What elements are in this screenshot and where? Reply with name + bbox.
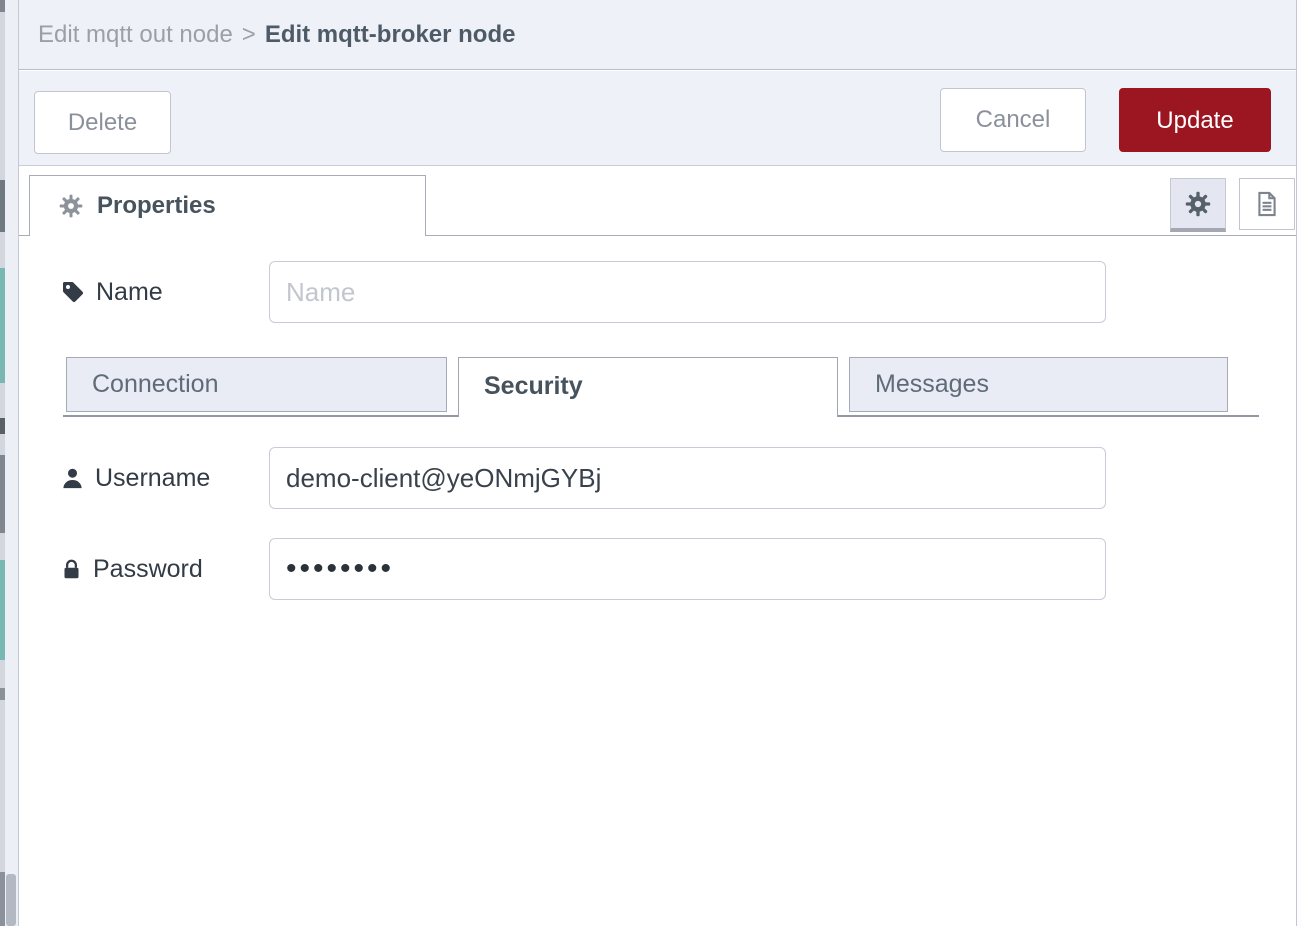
breadcrumb-current: Edit mqtt-broker node xyxy=(264,20,516,48)
update-button[interactable]: Update xyxy=(1119,88,1271,152)
breadcrumb: Edit mqtt out node > Edit mqtt-broker no… xyxy=(19,0,1296,70)
name-field-label-text: Name xyxy=(96,277,163,306)
tab-bar-divider xyxy=(19,235,1296,236)
scrollbar-thumb[interactable] xyxy=(6,874,16,926)
user-icon xyxy=(61,467,84,490)
cancel-button[interactable]: Cancel xyxy=(940,88,1086,152)
lock-icon xyxy=(61,558,82,581)
password-field-label: Password xyxy=(61,538,203,600)
tab-connection[interactable]: Connection xyxy=(66,357,447,412)
password-input[interactable] xyxy=(269,538,1106,600)
node-description-button[interactable] xyxy=(1239,178,1295,230)
tab-properties-label: Properties xyxy=(97,192,216,219)
username-input[interactable] xyxy=(269,447,1106,509)
gear-icon xyxy=(58,193,84,219)
username-field-label: Username xyxy=(61,447,210,509)
tray-toolbar: Delete Cancel Update xyxy=(19,71,1296,166)
tag-icon xyxy=(61,280,85,304)
edit-node-tray: Edit mqtt out node > Edit mqtt-broker no… xyxy=(18,0,1296,926)
page-right-gutter xyxy=(1296,0,1302,926)
document-icon xyxy=(1253,190,1281,218)
tab-properties[interactable]: Properties xyxy=(29,175,426,236)
password-field-label-text: Password xyxy=(93,554,203,583)
breadcrumb-parent[interactable]: Edit mqtt out node xyxy=(38,20,233,48)
username-field-label-text: Username xyxy=(95,463,211,492)
tab-messages[interactable]: Messages xyxy=(849,357,1228,412)
tab-security[interactable]: Security xyxy=(458,357,838,417)
tray-resize-gutter[interactable] xyxy=(5,0,18,926)
gear-icon xyxy=(1184,190,1212,218)
delete-button[interactable]: Delete xyxy=(34,91,171,154)
breadcrumb-separator: > xyxy=(241,20,256,48)
workspace-palette-sliver xyxy=(0,0,5,926)
node-settings-button[interactable] xyxy=(1170,178,1226,232)
name-field-label: Name xyxy=(61,261,163,323)
name-input[interactable] xyxy=(269,261,1106,323)
